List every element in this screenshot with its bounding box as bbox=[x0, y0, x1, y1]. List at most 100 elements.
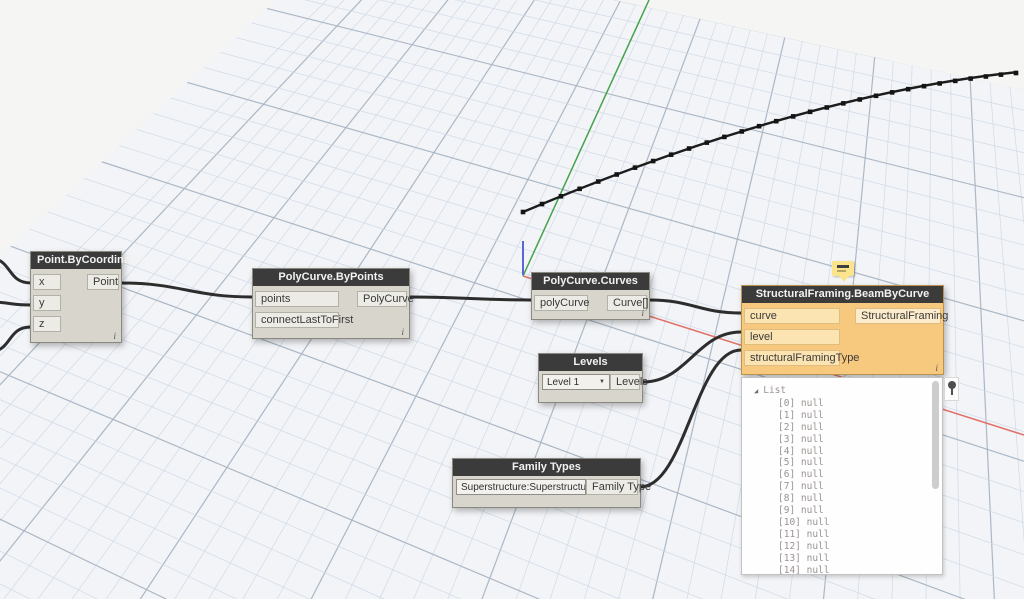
levels-dropdown-value: Level 1 bbox=[547, 376, 580, 388]
node-polycurve-bypoints[interactable]: PolyCurve.ByPoints points connectLastToF… bbox=[252, 268, 414, 339]
pin-icon[interactable] bbox=[948, 381, 956, 395]
node-footer bbox=[453, 495, 640, 507]
output-port-point[interactable]: Point bbox=[87, 274, 119, 290]
output-port-family-type[interactable]: Family Type bbox=[586, 479, 651, 495]
list-item: [14] null bbox=[778, 564, 830, 575]
node-info-glyph: i bbox=[113, 331, 116, 341]
curve-point bbox=[905, 86, 911, 92]
curve-point bbox=[937, 81, 943, 86]
curve-point bbox=[968, 76, 973, 81]
curve-point bbox=[773, 118, 779, 124]
expander-icon[interactable]: ◢ bbox=[754, 387, 759, 395]
node-title[interactable]: Family Types bbox=[453, 459, 640, 476]
curve-point bbox=[873, 93, 879, 99]
input-port-points[interactable]: points bbox=[255, 291, 339, 307]
curve-point bbox=[756, 123, 762, 129]
curve-point bbox=[577, 186, 582, 192]
curve-point bbox=[1013, 70, 1019, 76]
list-item: [9] null bbox=[778, 505, 824, 517]
node-family-types[interactable]: Family Types Superstructure:Superstructu… bbox=[452, 458, 651, 508]
note-line bbox=[837, 265, 849, 268]
warning-note-icon[interactable] bbox=[832, 261, 854, 282]
node-title[interactable]: PolyCurve.Curves bbox=[532, 273, 649, 290]
list-item: [6] null bbox=[778, 469, 824, 481]
list-item: [13] null bbox=[778, 552, 830, 564]
note-pointer bbox=[839, 276, 849, 282]
curve-point bbox=[686, 146, 692, 151]
curve-point bbox=[595, 179, 601, 184]
geometry-and-wires bbox=[0, 0, 1024, 489]
curve-point bbox=[539, 201, 545, 207]
curve-point bbox=[650, 158, 656, 164]
curve-point bbox=[520, 209, 526, 215]
input-port-structuralframingtype[interactable]: structuralFramingType bbox=[744, 350, 859, 366]
preview-root-label: List bbox=[763, 385, 787, 396]
list-item: [10] null bbox=[778, 516, 830, 528]
list-item: [12] null bbox=[778, 540, 830, 552]
curve-point bbox=[632, 165, 638, 170]
node-point-bycoordinates[interactable]: Point.ByCoordinates x y z Point i bbox=[30, 251, 146, 343]
node-preview-panel[interactable]: ◢ List [0] null[1] null[2] null[3] null[4… bbox=[741, 377, 943, 575]
curve-point bbox=[739, 129, 745, 134]
node-title[interactable]: PolyCurve.ByPoints bbox=[253, 269, 409, 286]
input-port-x[interactable]: x bbox=[33, 274, 61, 290]
curve-point bbox=[889, 90, 895, 95]
wire[interactable] bbox=[648, 298, 743, 315]
curve-point bbox=[857, 97, 863, 102]
preview-list-rows: [0] null[1] null[2] null[3] null[4] null… bbox=[742, 397, 942, 575]
curve-point bbox=[841, 101, 846, 106]
wire[interactable] bbox=[119, 281, 254, 299]
input-port-level[interactable]: level bbox=[744, 329, 840, 345]
list-item: [1] null bbox=[778, 409, 824, 421]
wire[interactable] bbox=[408, 295, 533, 302]
chevron-down-icon: ▼ bbox=[599, 379, 605, 385]
input-port-polycurve[interactable]: polyCurve bbox=[534, 295, 590, 311]
preview-scrollbar-thumb[interactable] bbox=[932, 381, 939, 489]
node-levels[interactable]: Levels Level 1 ▼ Levels bbox=[538, 353, 648, 403]
node-polycurve-curves[interactable]: PolyCurve.Curves polyCurve Curve[] i bbox=[531, 272, 650, 320]
wire[interactable] bbox=[0, 325, 33, 352]
output-port-structuralframing[interactable]: StructuralFraming bbox=[855, 308, 948, 324]
input-port-connectlasttofirst[interactable]: connectLastToFirst bbox=[255, 312, 353, 328]
curve-point bbox=[668, 152, 674, 157]
curve-point bbox=[952, 78, 958, 84]
input-port-z[interactable]: z bbox=[33, 316, 61, 332]
list-item: [5] null bbox=[778, 457, 824, 469]
curve-point bbox=[921, 83, 927, 89]
wire[interactable] bbox=[641, 330, 743, 384]
input-port-curve[interactable]: curve bbox=[744, 308, 840, 324]
output-port-curve-array[interactable]: Curve[] bbox=[607, 295, 648, 311]
input-port-y[interactable]: y bbox=[33, 295, 61, 311]
preview-pin-strip bbox=[944, 377, 959, 401]
node-title[interactable]: StructuralFraming.BeamByCurve bbox=[742, 286, 943, 303]
node-info-glyph: i bbox=[401, 327, 404, 337]
list-item: [4] null bbox=[778, 445, 824, 457]
node-info-glyph: i bbox=[641, 308, 644, 318]
list-item: [8] null bbox=[778, 493, 824, 505]
levels-dropdown[interactable]: Level 1 ▼ bbox=[542, 374, 610, 390]
wire[interactable] bbox=[0, 300, 33, 307]
list-item: [2] null bbox=[778, 421, 824, 433]
curve-point bbox=[558, 194, 564, 199]
curve-point bbox=[722, 134, 727, 140]
wire[interactable] bbox=[638, 348, 743, 489]
output-port-polycurve[interactable]: PolyCurve bbox=[357, 291, 414, 307]
list-item: [0] null bbox=[778, 397, 824, 409]
family-types-dropdown-value: Superstructure:Superstructure bbox=[461, 481, 586, 493]
output-port-levels[interactable]: Levels bbox=[610, 374, 648, 390]
node-info-glyph: i bbox=[935, 363, 938, 373]
list-item: [11] null bbox=[778, 528, 830, 540]
curve-point bbox=[704, 140, 710, 145]
family-types-dropdown[interactable]: Superstructure:Superstructure ▼ bbox=[456, 479, 586, 495]
node-title[interactable]: Levels bbox=[539, 354, 642, 371]
wire[interactable] bbox=[0, 258, 33, 285]
y-axis-line bbox=[522, 0, 650, 277]
node-structuralframing-beambycurve[interactable]: StructuralFraming.BeamByCurve curve leve… bbox=[741, 285, 948, 375]
curve-point bbox=[614, 172, 620, 177]
list-item: [3] null bbox=[778, 433, 824, 445]
curve-point bbox=[790, 114, 796, 119]
curve-point bbox=[983, 74, 989, 79]
node-title[interactable]: Point.ByCoordinates bbox=[31, 252, 146, 269]
preview-root-row: ◢ List bbox=[742, 385, 942, 398]
